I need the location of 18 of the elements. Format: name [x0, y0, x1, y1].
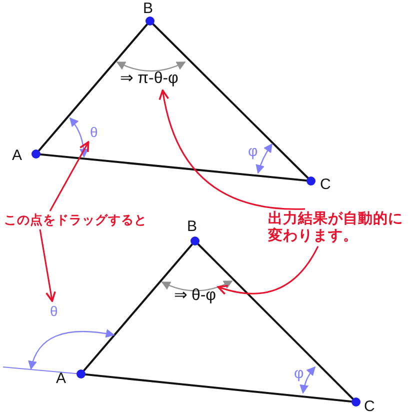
arrow — [39, 229, 56, 302]
vertex-label: C — [364, 398, 375, 412]
arrow — [217, 246, 319, 295]
vertex-label: B — [143, 0, 154, 18]
vertex-label: B — [187, 218, 198, 236]
callout-text: この点をドラッグすると — [4, 213, 147, 228]
formula-text: ⇒ π-θ-φ — [120, 70, 178, 88]
arrow — [49, 141, 90, 212]
angle-label: θ — [50, 303, 58, 320]
angle-label: φ — [248, 143, 258, 160]
arrow — [159, 90, 305, 210]
callout-text: 出力結果が自動的に変わります。 — [268, 211, 408, 244]
vertex-label: A — [12, 147, 22, 164]
angle-label: φ — [294, 365, 304, 382]
formula-text: ⇒ θ-φ — [174, 287, 216, 306]
vertex-label: A — [56, 370, 66, 388]
angle-label: θ — [90, 124, 98, 140]
vertex-label: C — [320, 176, 331, 194]
